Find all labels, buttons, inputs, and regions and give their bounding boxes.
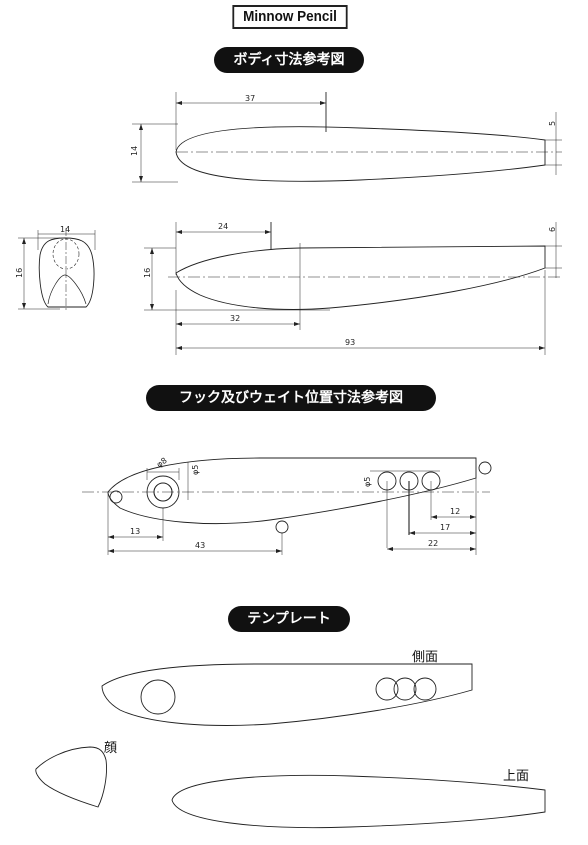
section-heading-template: テンプレート (228, 606, 350, 632)
dim-side-6: 6 (548, 227, 557, 232)
dim-side-32: 32 (230, 314, 240, 323)
face-outline (38, 237, 95, 308)
dim-weight-12: 12 (450, 507, 460, 516)
dim-face-width-14: 14 (60, 225, 70, 234)
template-top-outline (171, 774, 546, 829)
dim-side-16: 16 (143, 268, 152, 278)
dim-eye-5: φ5 (191, 465, 200, 475)
top-view-drawing (132, 92, 562, 183)
front-hook-eye (109, 490, 123, 504)
template-label-side: 側面 (412, 650, 439, 665)
dim-weight-17: 17 (440, 523, 450, 532)
side-view-drawing (144, 222, 562, 355)
hook-weight-drawing (82, 457, 492, 555)
dim-side-24: 24 (218, 222, 228, 231)
side-view-body-outline (175, 245, 546, 310)
template-face-outline (35, 746, 107, 808)
template-side-outline (101, 663, 473, 726)
dim-face-height-16: 16 (15, 268, 24, 278)
dim-weight-dia: φ5 (363, 477, 372, 487)
template-face (35, 746, 107, 808)
hook-weight-body-outline (107, 457, 477, 525)
section-heading-hook-weight: フック及びウェイト位置寸法参考図 (146, 385, 436, 411)
page-title: Minnow Pencil (232, 5, 348, 29)
belly-hook-eye (275, 520, 289, 534)
dim-hook-43: 43 (195, 541, 205, 550)
tail-hook-eye (478, 461, 492, 475)
template-label-top: 上面 (503, 769, 530, 784)
dim-hook-13: 13 (130, 527, 140, 536)
dim-top-37: 37 (245, 94, 255, 103)
eye-inner-circle (153, 482, 173, 502)
dim-top-14: 14 (130, 146, 139, 156)
template-side (101, 663, 473, 726)
dim-weight-22: 22 (428, 539, 438, 548)
template-label-face: 顔 (104, 741, 118, 756)
dim-overall-93: 93 (345, 338, 355, 347)
dim-top-5: 5 (548, 121, 557, 126)
top-view-body-outline (175, 126, 546, 182)
template-top (171, 774, 546, 829)
section-heading-body-dims: ボディ寸法参考図 (214, 47, 364, 73)
face-view-drawing (18, 228, 96, 310)
